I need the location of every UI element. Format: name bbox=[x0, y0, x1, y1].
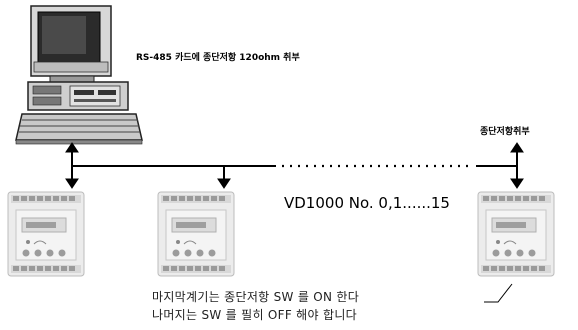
terminator-connection-arrow bbox=[510, 142, 524, 189]
device-connection-arrow bbox=[217, 166, 231, 189]
vd1000-device-0 bbox=[7, 191, 85, 277]
terminator-label: 종단저항취부 bbox=[480, 127, 530, 137]
device-range-label: VD1000 No. 0,1......15 bbox=[284, 194, 450, 212]
vd1000-device-15 bbox=[477, 191, 555, 277]
master-termination-label: RS-485 카드에 종단저항 120ohm 취부 bbox=[136, 53, 300, 63]
vd1000-device-1 bbox=[157, 191, 235, 277]
pc-connection-arrow bbox=[65, 142, 79, 189]
note-line-1: 마지막계기는 종단저항 SW 를 ON 한다 bbox=[152, 290, 360, 304]
computer-icon bbox=[15, 5, 143, 145]
note-line-2: 나머지는 SW 를 필히 OFF 해야 합니다 bbox=[152, 308, 357, 322]
note-pointer-line bbox=[484, 283, 513, 303]
